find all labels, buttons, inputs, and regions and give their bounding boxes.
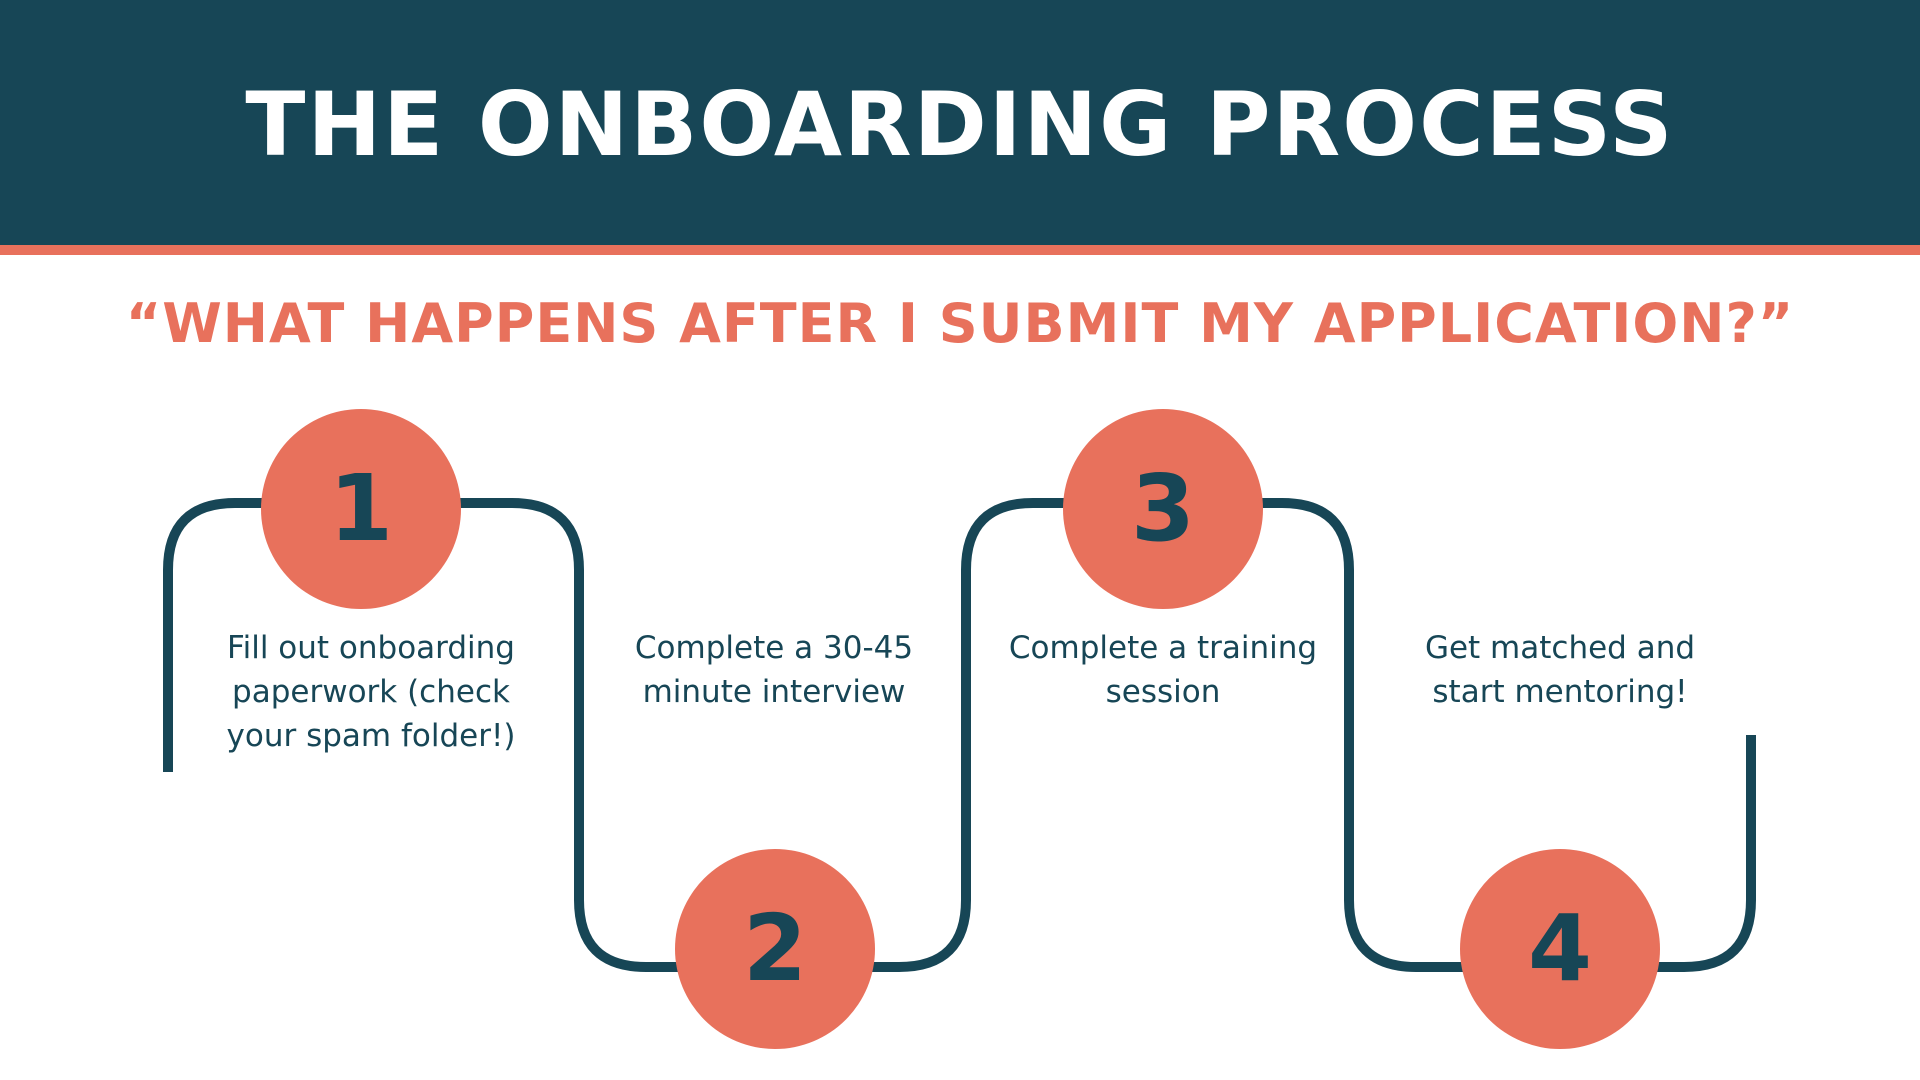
page-title: THE ONBOARDING PROCESS [245, 73, 1675, 176]
accent-stripe [0, 245, 1920, 255]
step-1-number: 1 [328, 455, 393, 562]
step-2-badge: 2 [675, 849, 875, 1049]
step-1-description: Fill out onboarding paperwork (check you… [226, 630, 516, 754]
step-2-number: 2 [742, 895, 807, 1002]
subtitle: “WHAT HAPPENS AFTER I SUBMIT MY APPLICAT… [125, 292, 1795, 355]
step-2-description: Complete a 30-45 minute interview [634, 630, 914, 710]
step-4-description: Get matched and start mentoring! [1424, 630, 1696, 710]
step-3-description: Complete a training session [1008, 630, 1318, 710]
step-4-number: 4 [1527, 895, 1592, 1002]
header-banner: THE ONBOARDING PROCESS [0, 0, 1920, 245]
step-1-badge: 1 [261, 409, 461, 609]
step-3-badge: 3 [1063, 409, 1263, 609]
step-4-badge: 4 [1460, 849, 1660, 1049]
step-3-number: 3 [1130, 455, 1195, 562]
